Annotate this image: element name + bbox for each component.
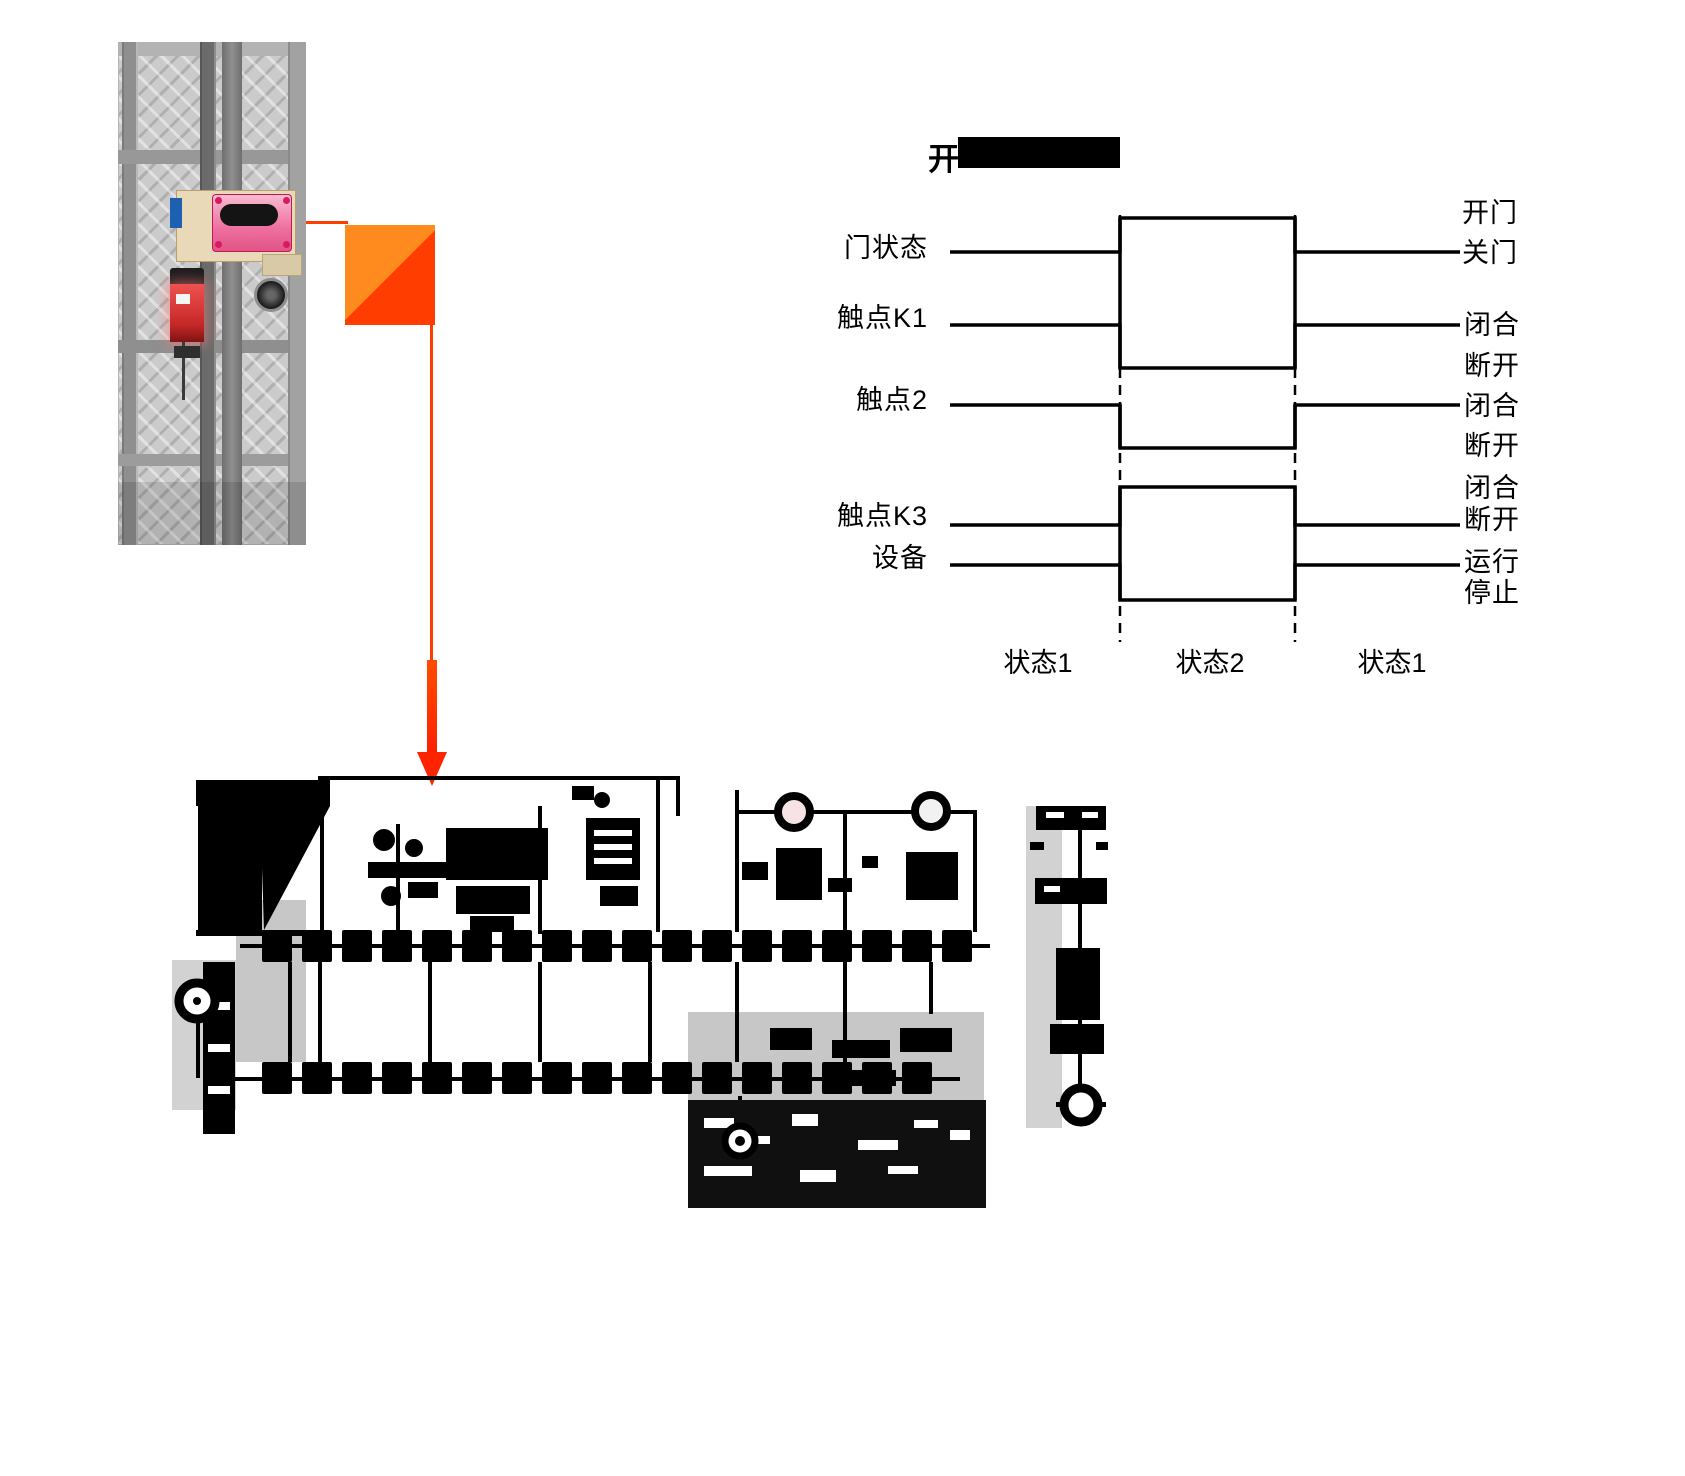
switch-actuator <box>220 204 278 226</box>
level-label-k1-open: 断开 <box>1464 351 1520 381</box>
motor-symbol <box>911 791 951 831</box>
motor-symbol <box>774 792 814 832</box>
timing-waveforms <box>950 215 1460 642</box>
state-label-1: 状态1 <box>1003 648 1073 678</box>
signal-label-k1: 触点K1 <box>836 303 928 333</box>
limit-switch-label <box>176 294 190 304</box>
level-label-device-run: 运行 <box>1464 547 1520 577</box>
level-label-door-closed: 关门 <box>1462 238 1518 268</box>
callout-connector-line <box>306 221 348 224</box>
door-frame-rail-2 <box>222 42 242 545</box>
switch-mount-screw <box>215 241 222 248</box>
terminal-block-blue <box>170 198 182 228</box>
callout-arrow-shaft <box>427 660 437 754</box>
door-interlock-photo <box>118 42 306 545</box>
level-label-k3-closed: 闭合 <box>1464 473 1520 503</box>
timing-title-text: 开 <box>928 142 959 177</box>
level-label-k2-open: 断开 <box>1464 431 1520 461</box>
terminal-strip-top <box>262 930 972 962</box>
beige-junction-box <box>262 254 302 276</box>
state-label-3: 状态1 <box>1357 648 1427 678</box>
level-label-k2-closed: 闭合 <box>1464 391 1520 421</box>
frame-lower-shade <box>118 482 306 545</box>
level-label-k1-closed: 闭合 <box>1464 310 1520 340</box>
switch-mount-screw <box>215 197 222 204</box>
terminal-strip-bottom <box>262 1062 932 1094</box>
signal-label-door: 门状态 <box>844 233 928 263</box>
switch-wire <box>182 342 185 400</box>
signal-label-k3: 触点K3 <box>836 501 928 531</box>
switch-mount-screw <box>283 197 290 204</box>
callout-arrowhead-icon <box>417 752 447 786</box>
door-frame-rail-right <box>288 42 306 545</box>
motor-symbol <box>1059 1083 1103 1127</box>
frame-hole <box>254 278 288 312</box>
level-label-door-open: 开门 <box>1462 198 1518 228</box>
level-label-k3-open: 断开 <box>1464 505 1520 535</box>
circuit-schematic-figure <box>172 776 1108 1208</box>
signal-label-device: 设备 <box>872 543 928 573</box>
level-label-device-stop: 停止 <box>1464 578 1520 608</box>
callout-marker <box>345 225 435 325</box>
state-label-2: 状态2 <box>1175 648 1245 678</box>
signal-label-k2: 触点2 <box>855 385 928 415</box>
limit-switch-body <box>170 284 204 342</box>
schematic-wiring <box>196 776 990 1208</box>
callout-arrow-line <box>430 325 433 662</box>
switch-mount-screw <box>283 241 290 248</box>
wire-clamp <box>174 346 200 358</box>
limit-switch-cap <box>170 268 204 284</box>
door-frame-rail-left <box>122 42 138 545</box>
motor-symbols <box>174 791 1103 1160</box>
title-redaction-bar <box>958 137 1120 168</box>
